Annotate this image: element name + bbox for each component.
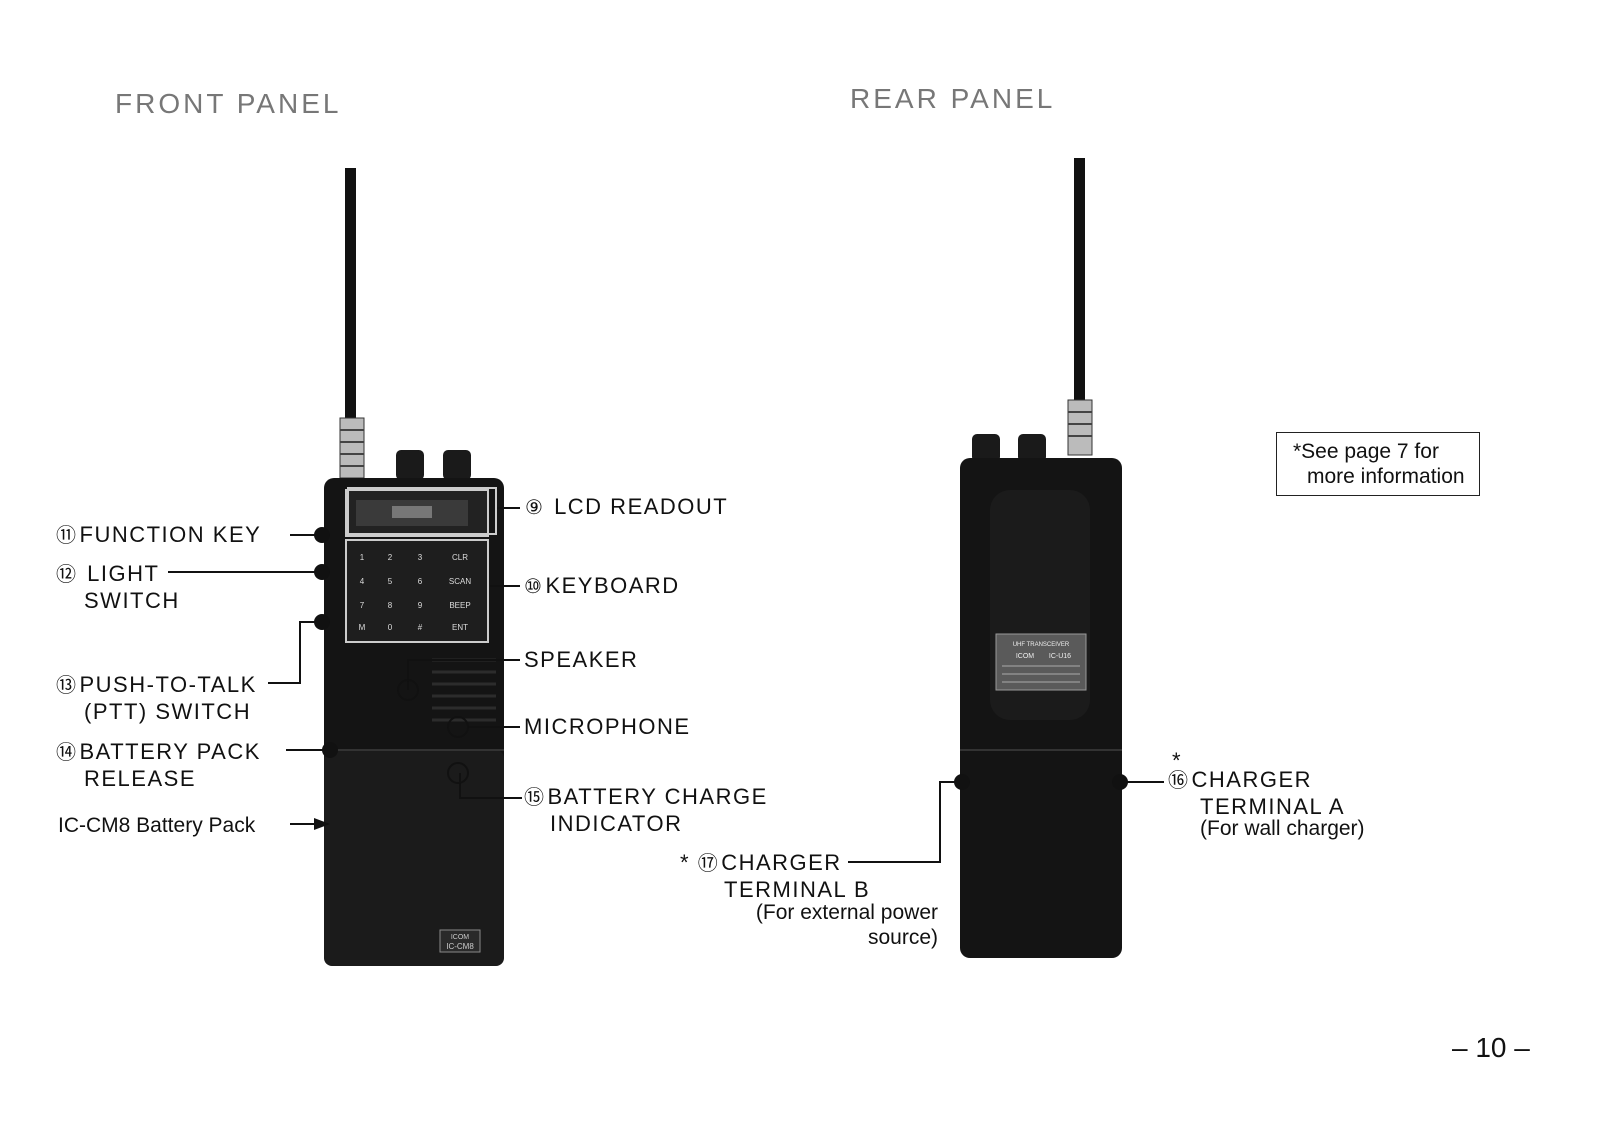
- see-page-note: *See page 7 for more information: [1276, 432, 1480, 496]
- charger-terminal-b-label: * ⑰CHARGER TERMINAL B: [680, 850, 870, 902]
- page-number: – 10 –: [1452, 1032, 1530, 1064]
- keyboard-label: ⑩KEYBOARD: [524, 573, 680, 600]
- ptt-switch-label: ⑬PUSH-TO-TALK (PTT) SWITCH: [56, 672, 257, 724]
- light-switch-label: ⑫ LIGHT SWITCH: [56, 561, 180, 613]
- charger-terminal-b-note: (For external power source): [720, 900, 938, 950]
- microphone-label: MICROPHONE: [524, 714, 691, 739]
- charger-terminal-a-label: ⑯CHARGER TERMINAL A: [1168, 767, 1345, 819]
- charge-indicator-label: ⑮BATTERY CHARGE INDICATOR: [524, 784, 768, 836]
- battery-pack-label: IC-CM8 Battery Pack: [58, 813, 255, 838]
- charger-terminal-a-note: (For wall charger): [1200, 816, 1365, 841]
- lcd-readout-label: ⑨ LCD READOUT: [525, 494, 728, 521]
- function-key-label: ⑪FUNCTION KEY: [56, 522, 261, 549]
- speaker-label: SPEAKER: [524, 647, 638, 672]
- battery-release-label: ⑭BATTERY PACK RELEASE: [56, 739, 261, 791]
